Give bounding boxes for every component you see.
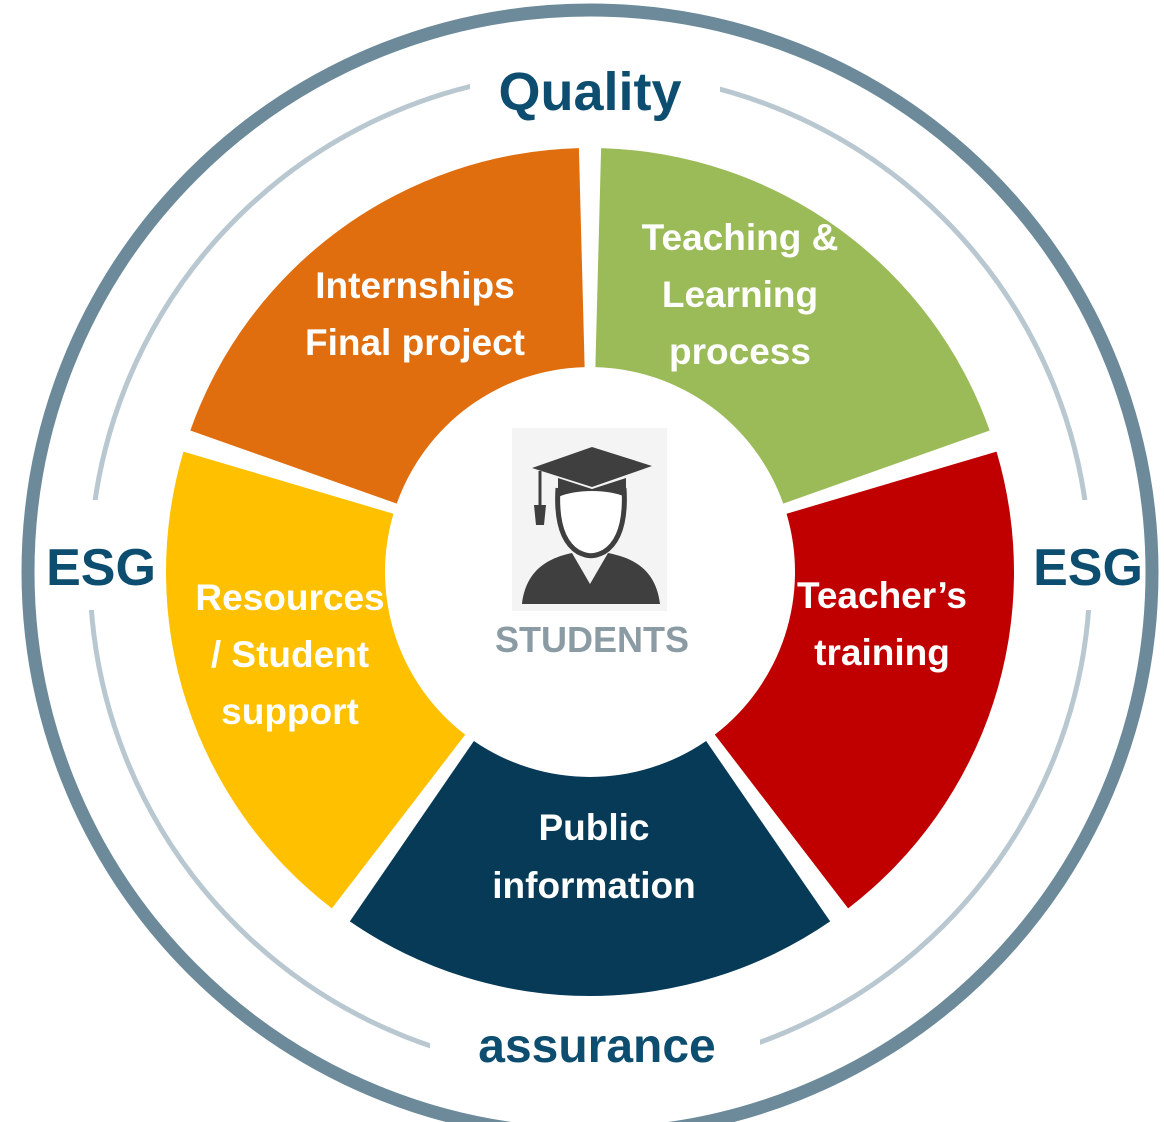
segment-label-public-info: Public information bbox=[492, 807, 695, 906]
segment-label-line: support bbox=[221, 691, 359, 732]
segment-teaching bbox=[595, 148, 990, 504]
segment-internships bbox=[190, 148, 585, 504]
ring-gap-left bbox=[55, 500, 155, 610]
segment-label-teacher-training: Teacher’s training bbox=[797, 575, 967, 673]
ring-label-bottom: assurance bbox=[478, 1020, 716, 1073]
segment-label-line: Learning bbox=[662, 274, 818, 315]
segment-teacher-training bbox=[714, 451, 1014, 909]
ring-gap-right bbox=[1035, 500, 1140, 610]
outer-ring bbox=[21, 3, 1159, 1122]
ring-gap-bottom bbox=[430, 1010, 760, 1090]
ring-label-top: Quality bbox=[498, 62, 681, 122]
segment-public-info bbox=[349, 740, 831, 996]
segment-label-line: Public bbox=[538, 807, 649, 848]
segment-label-resources: Resources / Student support bbox=[195, 577, 384, 732]
segment-label-line: Internships bbox=[315, 265, 514, 306]
segment-label-line: Resources bbox=[195, 577, 384, 618]
graduate-student-icon bbox=[512, 428, 667, 611]
segment-resources bbox=[166, 451, 466, 909]
segment-label-line: / Student bbox=[211, 634, 369, 675]
ring-gap-top bbox=[470, 60, 720, 130]
segment-label-line: information bbox=[492, 865, 695, 906]
segment-label-line: training bbox=[814, 632, 950, 673]
ring-label-left: ESG bbox=[46, 539, 156, 597]
segment-label-line: Final project bbox=[305, 322, 525, 363]
segment-label-line: Teacher’s bbox=[797, 575, 967, 616]
center-label: STUDENTS bbox=[495, 619, 689, 660]
segment-label-teaching: Teaching & Learning process bbox=[642, 217, 839, 372]
segment-label-line: Teaching & bbox=[642, 217, 839, 258]
segment-label-line: process bbox=[669, 331, 811, 372]
ring-label-right: ESG bbox=[1033, 539, 1143, 597]
segments bbox=[166, 148, 1014, 996]
